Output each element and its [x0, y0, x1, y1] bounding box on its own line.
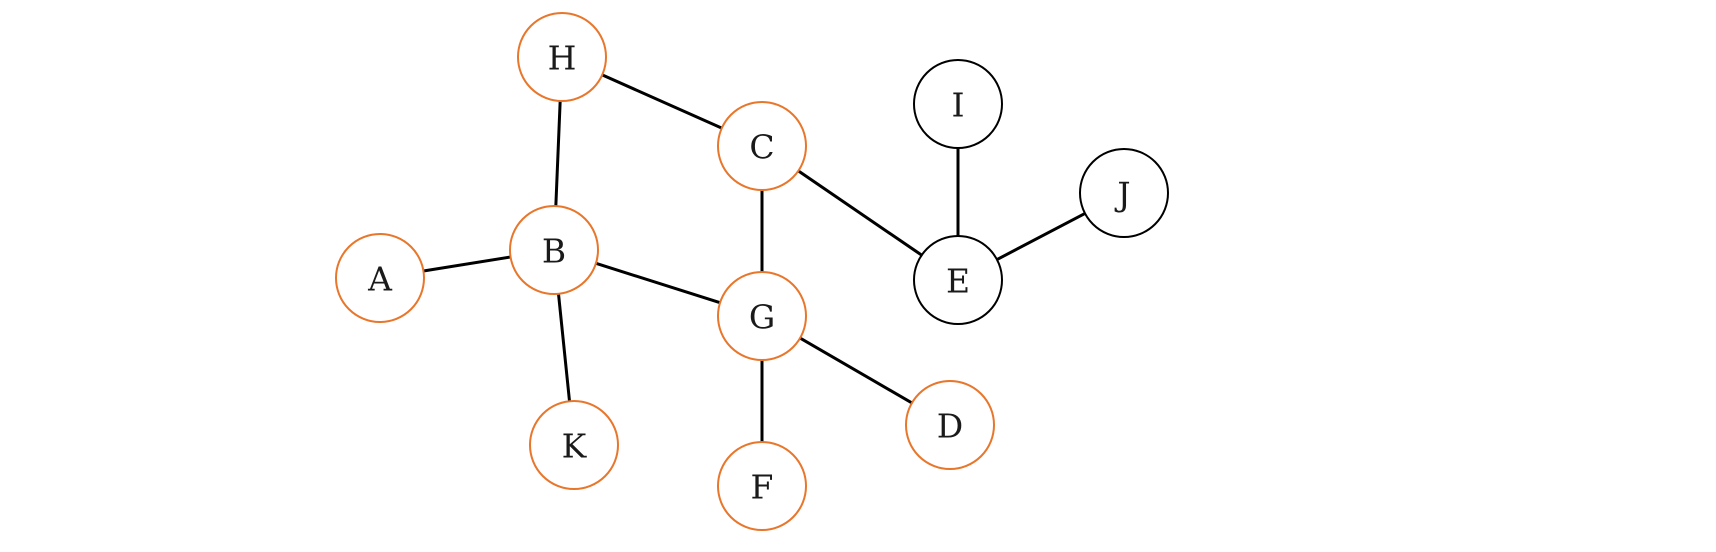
node-i: I [913, 59, 1003, 149]
edge-c-e [797, 169, 923, 257]
node-label-j: J [1114, 175, 1130, 214]
node-label-h: H [548, 39, 577, 78]
node-label-i: I [951, 86, 964, 125]
node-circle-k [529, 400, 619, 490]
node-circle-g [717, 271, 807, 361]
node-label-e: E [946, 262, 970, 301]
node-f: F [717, 441, 807, 531]
node-c: C [717, 101, 807, 191]
node-a: A [335, 233, 425, 323]
node-label-b: B [542, 232, 566, 271]
edge-b-k [556, 293, 572, 402]
edges-layer [423, 73, 1086, 442]
node-circle-f [717, 441, 807, 531]
edge-g-d [799, 336, 913, 405]
node-g: G [717, 271, 807, 361]
node-circle-d [905, 380, 995, 470]
node-k: K [529, 400, 619, 490]
edge-b-g [595, 261, 721, 305]
node-circle-c [717, 101, 807, 191]
node-e: E [913, 235, 1003, 325]
node-d: D [905, 380, 995, 470]
node-b: B [509, 205, 599, 295]
nodes-layer: H C I J A B G E K F D [335, 12, 1169, 531]
node-label-g: G [749, 298, 775, 337]
node-label-k: K [562, 427, 588, 466]
node-label-d: D [937, 407, 963, 446]
node-j: J [1079, 148, 1169, 238]
edge-a-b [423, 255, 511, 273]
node-circle-j [1079, 148, 1169, 238]
node-circle-h [517, 12, 607, 102]
edge-e-j [996, 212, 1086, 261]
node-h: H [517, 12, 607, 102]
node-circle-b [509, 205, 599, 295]
node-circle-a [335, 233, 425, 323]
node-circle-i [913, 59, 1003, 149]
node-label-f: F [751, 468, 774, 507]
edge-h-b [554, 100, 562, 207]
edge-h-c [601, 73, 723, 130]
node-label-c: C [749, 128, 774, 167]
node-circle-e [913, 235, 1003, 325]
node-label-a: A [367, 260, 393, 299]
